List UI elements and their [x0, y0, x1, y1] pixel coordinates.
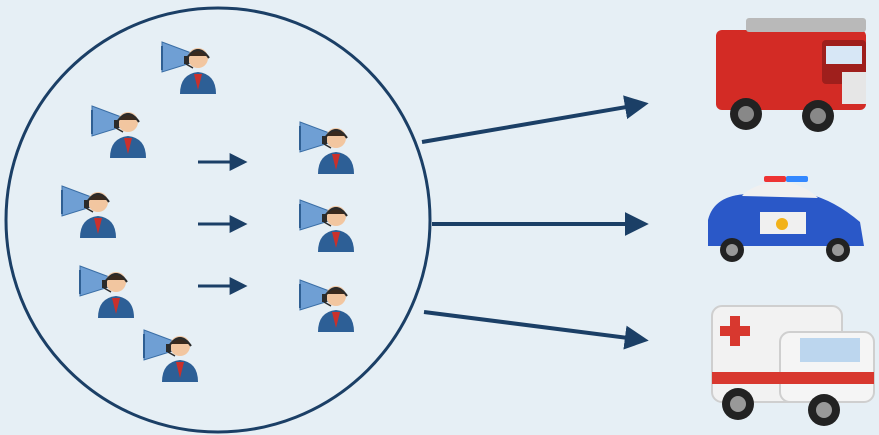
- operator-icon-left-1: [91, 105, 147, 159]
- police-car-icon: [708, 176, 864, 262]
- operator-icon-right-1: [299, 121, 355, 175]
- dispatch-center-circle: [4, 6, 432, 434]
- operator-icon-right-2: [299, 199, 355, 253]
- arrow-to-ambulance: [423, 310, 649, 350]
- fire-truck-icon: [716, 18, 866, 132]
- operator-icon-top: [161, 41, 217, 95]
- operator-icon-left-3: [79, 265, 135, 319]
- operator-icon-left-2: [61, 185, 117, 239]
- operator-icon-bottom: [143, 329, 199, 383]
- arrow-to-fire-truck: [421, 95, 649, 144]
- ambulance-icon: [711, 305, 875, 426]
- operator-icon-right-3: [299, 279, 355, 333]
